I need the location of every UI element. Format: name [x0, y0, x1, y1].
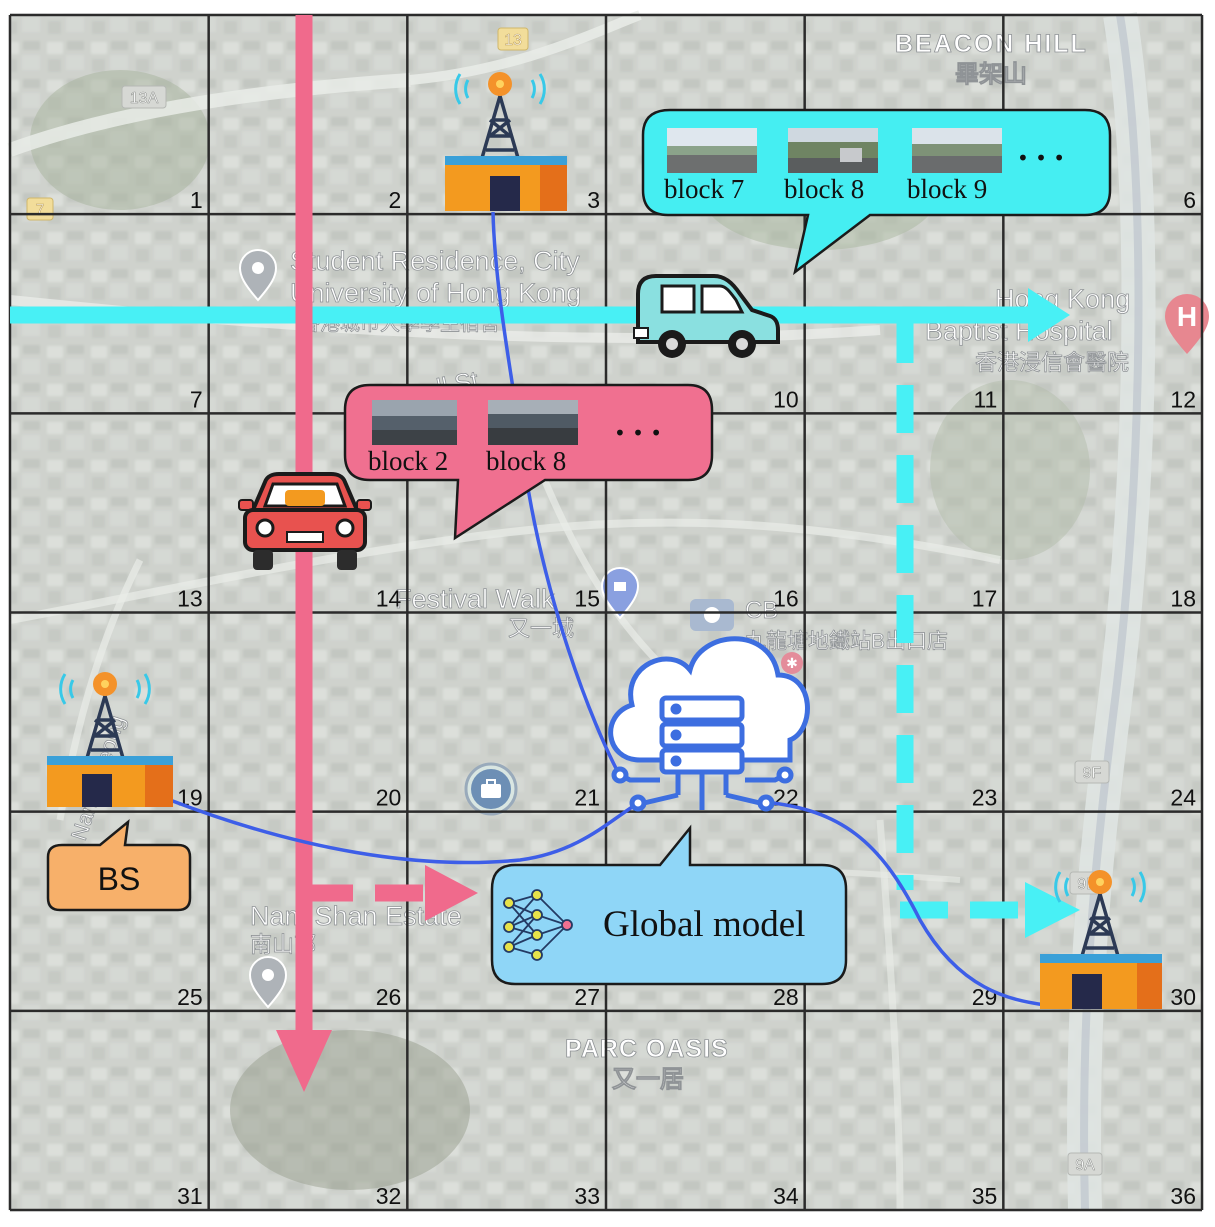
street-view-thumbnail	[667, 128, 757, 173]
bs-label: BS	[98, 861, 141, 897]
briefcase-icon	[464, 762, 518, 816]
place-label-parc-oasis: PARC OASIS	[565, 1035, 729, 1063]
grid-cell-number: 31	[177, 1183, 203, 1209]
grid-cell-number: 24	[1170, 785, 1196, 811]
grid-cell-number: 2	[389, 187, 402, 213]
grid-cell-number: 3	[587, 187, 600, 213]
svg-text:9F: 9F	[1083, 765, 1102, 782]
grid-cell-numbers: 1234567891011121314151617181920212223242…	[177, 187, 1196, 1209]
pink-callout-item: block 8	[486, 446, 566, 476]
grid-cell-number: 20	[376, 785, 402, 811]
base-station-icon	[1040, 870, 1162, 1009]
road-badge: 9F	[1074, 760, 1110, 784]
subway-icon	[690, 599, 734, 631]
road-badge: 13A	[121, 85, 167, 109]
pink-callout-item: block 2	[368, 446, 448, 476]
pink-callout-ellipsis: • • •	[614, 421, 662, 445]
van-icon	[633, 274, 780, 358]
grid-cell-number: 25	[177, 984, 203, 1010]
place-label-student-residence-1: Student Residence, City	[290, 246, 580, 276]
svg-text:13A: 13A	[130, 90, 159, 107]
grid-cell-number: 12	[1170, 386, 1196, 412]
subway-icon: ✱	[781, 652, 803, 674]
place-label-parc-oasis-zh: 又一居	[612, 1066, 684, 1093]
bs-callout: BS	[46, 819, 192, 912]
place-label-festival-walk: Festival Walk	[395, 584, 555, 614]
grid-cell-number: 17	[972, 586, 998, 612]
car-icon	[238, 472, 372, 570]
grid-cell-number: 30	[1170, 984, 1196, 1010]
grid-cell-number: 18	[1170, 586, 1196, 612]
base-station-icon	[445, 72, 567, 211]
road-badge: 7	[26, 197, 54, 221]
grid-cell-number: 21	[574, 785, 600, 811]
grid-cell-number: 10	[773, 386, 799, 412]
grid-cell-number: 28	[773, 984, 799, 1010]
location-pin-icon	[238, 249, 278, 302]
road-badge: 9A	[1067, 1152, 1103, 1176]
hospital-icon: H	[1165, 294, 1209, 354]
global-model-label: Global model	[603, 904, 805, 945]
grid-cell-number: 33	[574, 1183, 600, 1209]
grid-cell-number: 11	[973, 386, 997, 412]
svg-text:9A: 9A	[1075, 1157, 1095, 1174]
place-label-beacon-hill: BEACON HILL	[895, 30, 1088, 58]
grid-cell-number: 7	[190, 386, 203, 412]
cyan-callout-item: block 7	[664, 174, 744, 204]
cloud-server-icon	[608, 636, 810, 812]
grid-cell-number: 6	[1183, 187, 1196, 213]
road-badges: 13 13A 7 9F 9A 9B	[26, 27, 1110, 1176]
place-label-student-residence-2: University of Hong Kong	[290, 278, 581, 308]
street-view-thumbnail	[372, 400, 457, 445]
svg-text:✱: ✱	[786, 655, 798, 671]
grid-cell-number: 36	[1170, 1183, 1196, 1209]
place-label-hospital-3: 香港浸信會醫院	[975, 350, 1129, 375]
grid-cell-number: 13	[177, 586, 203, 612]
cyan-callout-item: block 9	[907, 174, 987, 204]
location-pin-icon	[600, 567, 640, 620]
grid-cell-number: 26	[376, 984, 402, 1010]
grid-cell-number: 23	[972, 785, 998, 811]
place-label-beacon-hill-zh: 畢架山	[955, 61, 1027, 88]
global-model-callout: Global model	[490, 824, 848, 986]
grid-cell-number: 14	[376, 586, 402, 612]
place-label-cb: CB	[745, 597, 778, 624]
grid-cell-number: 27	[574, 984, 600, 1010]
svg-text:7: 7	[36, 202, 45, 219]
grid-cell-number: 1	[190, 187, 203, 213]
cyan-callout-ellipsis: • • •	[1017, 146, 1065, 170]
grid-cell-number: 35	[972, 1183, 998, 1209]
grid-cell-number: 32	[376, 1183, 402, 1209]
cyan-callout-item: block 8	[784, 174, 864, 204]
street-view-thumbnail	[488, 400, 578, 445]
grid-cell-number: 16	[773, 586, 799, 612]
cyan-callout: block 7 block 8 block 9 • • •	[641, 108, 1112, 276]
road-badge: 13	[497, 27, 529, 51]
street-view-thumbnail	[788, 128, 878, 173]
place-label-cb-zh: 九龍塘地鐵站B出口店	[745, 630, 948, 653]
base-station-icon	[47, 672, 173, 807]
grid-cell-number: 34	[773, 1183, 799, 1209]
grid-cell-number: 15	[574, 586, 600, 612]
svg-text:13: 13	[504, 32, 522, 49]
pink-callout: block 2 block 8 • • •	[343, 383, 714, 541]
neural-network-icon	[503, 889, 573, 961]
location-pin-icon	[248, 956, 288, 1009]
hospital-marker: H	[1177, 301, 1197, 332]
street-view-thumbnail	[912, 128, 1002, 173]
cyan-route	[10, 288, 1080, 938]
